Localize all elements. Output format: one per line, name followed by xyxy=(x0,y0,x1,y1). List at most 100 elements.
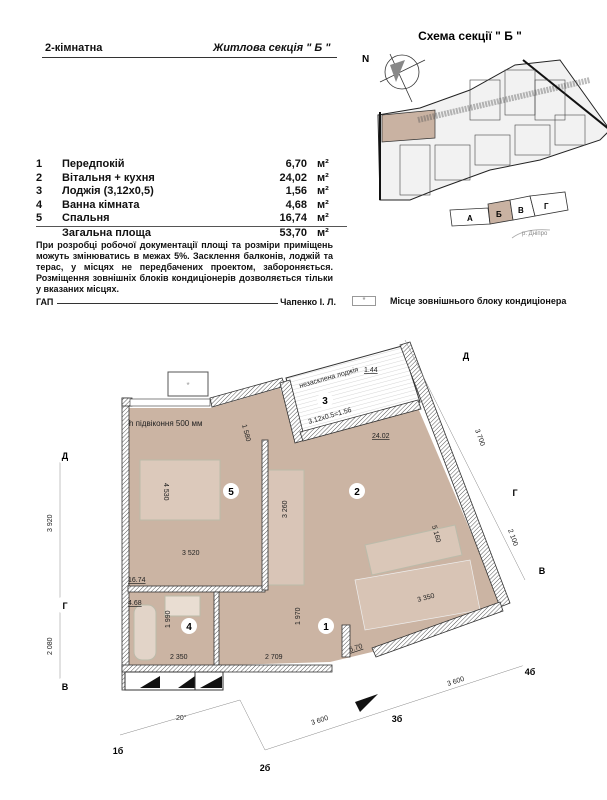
dim-3350: 3 350 xyxy=(417,593,436,604)
dim-4530: 4 530 xyxy=(162,483,169,501)
room-unit: м² xyxy=(317,185,329,198)
bedroom-area: 16.74 xyxy=(128,577,146,584)
room-unit: м² xyxy=(317,198,329,211)
room-table: 1 Передпокій 6,70 м² 2 Вітальня + кухня 24,02… xyxy=(36,158,347,240)
living-area: 24.02 xyxy=(372,433,390,440)
sill-note: h підвіконня 500 мм xyxy=(129,419,202,428)
dim-2350: 2 350 xyxy=(170,654,188,661)
room-area: 16,74 xyxy=(279,212,307,225)
section-a: А xyxy=(467,214,473,223)
section-v: В xyxy=(518,206,524,215)
room-name: Вітальня + кухня xyxy=(62,171,155,184)
section-floorplan xyxy=(377,59,607,201)
dim-3520: 3 520 xyxy=(182,550,200,557)
dim-angle: 20° xyxy=(176,714,187,722)
dim-1580: 1 580 xyxy=(240,424,251,443)
window xyxy=(129,398,211,407)
axis-d-right: Д xyxy=(463,351,470,361)
signature-label: ГАП xyxy=(36,297,54,307)
total-label: Загальна площа xyxy=(62,225,262,240)
dim-3260: 3 260 xyxy=(282,500,289,518)
dim-5160: 5 160 xyxy=(430,525,441,544)
bed xyxy=(139,459,221,521)
room-area: 4,68 xyxy=(285,198,307,211)
ac-unit-symbol: * xyxy=(186,381,189,390)
dimension-lines xyxy=(59,339,526,751)
entrance-arrow-icon xyxy=(355,694,378,712)
bathtub xyxy=(133,604,157,661)
room-marker-2: 2 xyxy=(354,487,360,498)
axis-v-right: В xyxy=(539,566,546,576)
room-marker-1: 1 xyxy=(323,622,329,633)
loggia-area: 1.44 xyxy=(364,367,378,374)
signature-name: Чапенко І. Л. xyxy=(280,297,336,307)
section-g: Г xyxy=(544,202,549,211)
axis-g-right: Г xyxy=(512,488,517,498)
dim-2080: 2 080 xyxy=(47,637,54,655)
sofa xyxy=(267,469,305,586)
apartment-plan: * 5 2 3 4 1 h підвіконня 500 мм незаскле… xyxy=(47,339,551,776)
room-name: Ванна кімната xyxy=(62,198,140,211)
room-num: 4 xyxy=(36,198,43,211)
room-num: 5 xyxy=(36,212,43,225)
signature-line: ГАП Чапенко І. Л. xyxy=(36,297,336,307)
dim-1990: 1 990 xyxy=(165,610,172,628)
dim-3920: 3 920 xyxy=(47,514,54,532)
legend: * Місце зовнішнього блоку кондиціонера xyxy=(352,296,566,306)
room-name: Лоджія (3,12х0,5) xyxy=(62,185,154,198)
dim-3700: 3 700 xyxy=(473,428,486,447)
room-area: 24,02 xyxy=(279,171,307,184)
table-row: 5 Спальня 16,74 м² xyxy=(36,212,347,226)
table-row: 1 Передпокій 6,70 м² xyxy=(36,158,347,172)
legend-label: Місце зовнішнього блоку кондиціонера xyxy=(390,296,567,306)
room-area: 6,70 xyxy=(285,158,307,171)
axis-v-left: В xyxy=(62,682,69,692)
ventilation-shafts xyxy=(124,671,224,691)
dining-table xyxy=(364,524,463,576)
north-label: N xyxy=(362,54,369,65)
dim-3600-b: 3 600 xyxy=(446,676,465,688)
hall-area: 6.70 xyxy=(348,643,363,654)
apartment-type: 2-кімнатна xyxy=(45,42,103,54)
room-num: 2 xyxy=(36,171,43,184)
axis-2b: 2б xyxy=(260,763,271,773)
room-name: Передпокій xyxy=(62,158,125,171)
dim-3600-a: 3 600 xyxy=(310,715,329,727)
header-divider xyxy=(42,57,337,58)
total-area: 53,70 xyxy=(262,225,307,240)
room-marker-4: 4 xyxy=(186,622,192,633)
axis-1b: 1б xyxy=(113,746,124,756)
room-num: 3 xyxy=(36,185,43,198)
room-unit: м² xyxy=(317,171,329,184)
river-label: р. Дніпро xyxy=(522,231,548,237)
table-row: 3 Лоджія (3,12х0,5) 1,56 м² xyxy=(36,185,347,199)
room-name: Спальня xyxy=(62,212,110,225)
axis-g-left: Г xyxy=(62,601,67,611)
room-marker-3: 3 xyxy=(322,396,328,407)
dim-2100: 2 100 xyxy=(506,528,519,547)
table-row: 4 Ванна кімната 4,68 м² xyxy=(36,199,347,213)
room-unit: м² xyxy=(317,212,329,225)
ac-unit-icon xyxy=(167,371,209,397)
table-row: 2 Вітальня + кухня 24,02 м² xyxy=(36,172,347,186)
dim-1970: 1 970 xyxy=(295,607,302,625)
room-num: 1 xyxy=(36,158,43,171)
axis-d-left: Д xyxy=(62,451,69,461)
dim-2709: 2 709 xyxy=(265,654,283,661)
notes-text: При розробці робочої документації площі … xyxy=(36,240,333,294)
ac-unit-icon: * xyxy=(352,296,376,306)
room-area: 1,56 xyxy=(285,185,307,198)
walls xyxy=(121,341,511,691)
scheme-title: Схема секції " Б " xyxy=(418,29,522,43)
compass-icon xyxy=(379,53,426,103)
bath-area: 4.68 xyxy=(128,600,142,607)
total-unit: м² xyxy=(307,225,347,240)
axis-3b: 3б xyxy=(392,714,403,724)
section-key: А Б В Г р. Дніпро xyxy=(449,191,569,239)
room-marker-5: 5 xyxy=(228,487,234,498)
section-scheme: Схема секції " Б " N А Б В Г р. Дніпро xyxy=(362,29,607,239)
sink xyxy=(164,595,201,617)
signature-underline xyxy=(57,297,279,304)
room-unit: м² xyxy=(317,158,329,171)
